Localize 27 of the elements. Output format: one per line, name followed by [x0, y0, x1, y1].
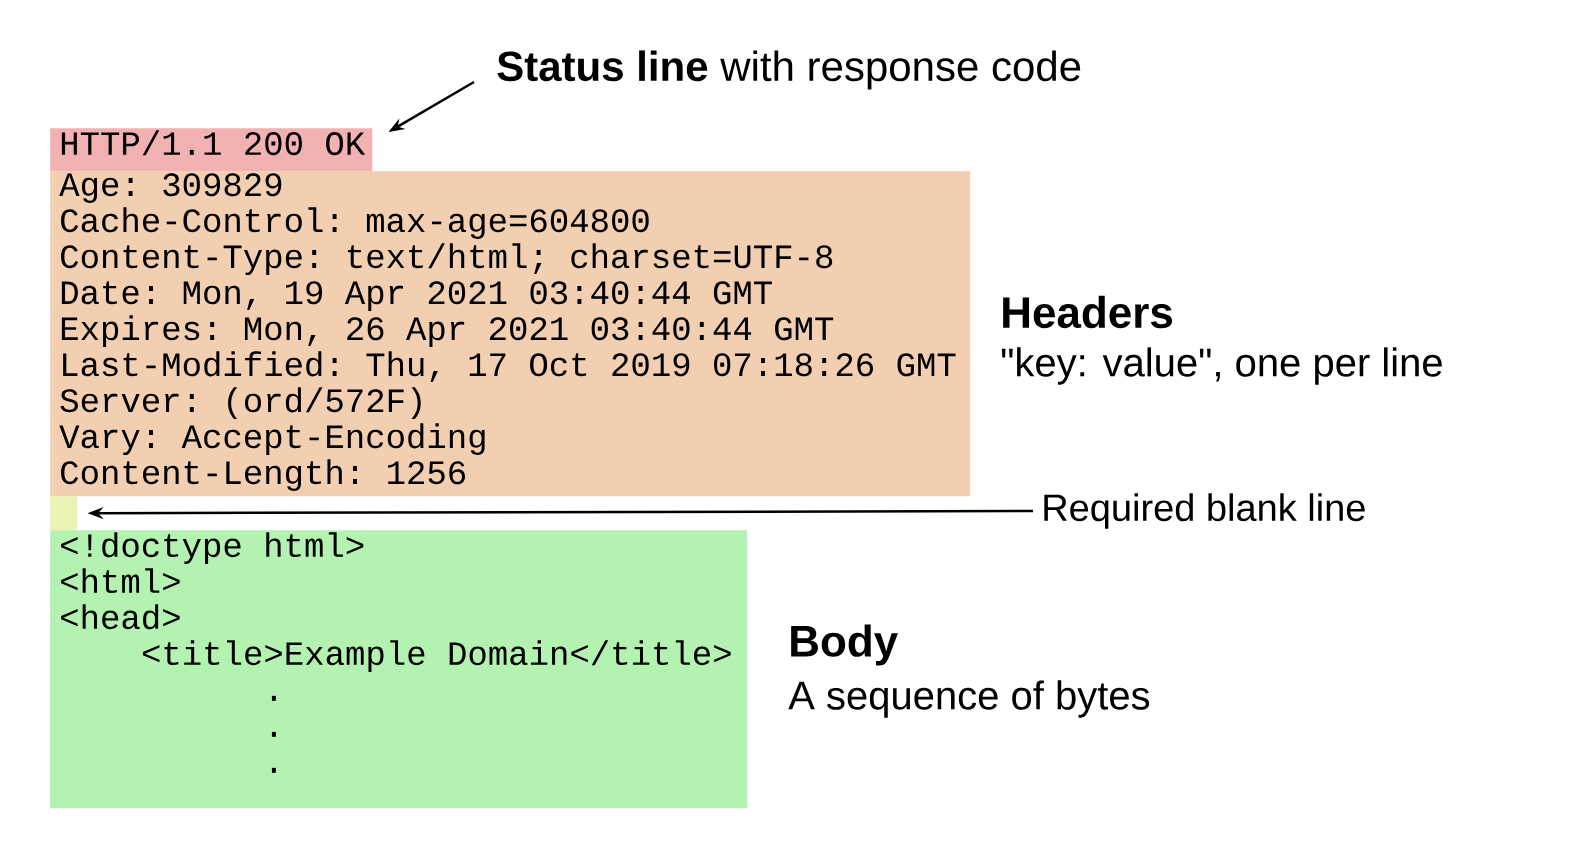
- code-line: Expires: Mon, 26 Apr 2021 03:40:44 GMT: [61, 315, 834, 347]
- code-line: <head>: [61, 604, 180, 630]
- code-line: <!doctype html>: [61, 532, 364, 564]
- status-line-block: [50, 128, 373, 172]
- code-line: Server: (ord/572F): [60, 387, 421, 419]
- code-line: <title>Example Domain</title>: [142, 640, 731, 672]
- code-line: HTTP/1.1 200 OK: [61, 130, 366, 156]
- section-description: "key: value", one per line: [1001, 347, 1442, 385]
- section-description: A sequence of bytes: [788, 680, 1150, 718]
- code-line: Age: 309829: [59, 173, 282, 203]
- body-block: [50, 530, 748, 809]
- code-line: Cache-Control: max-age=604800: [61, 207, 649, 239]
- code-line: .: [271, 731, 276, 737]
- callout-text: Required blank line: [1044, 493, 1365, 529]
- code-line: Last-Modified: Thu, 17 Oct 2019 07:18:26 GMT: [63, 351, 956, 382]
- callout-text: Status line with response code: [497, 50, 1081, 90]
- code-line: Date: Mon, 19 Apr 2021 03:40:44 GMT: [61, 281, 772, 311]
- code-line: Content-Length: 1256: [61, 459, 465, 491]
- code-line: Content-Type: text/html; charset=UTF-8: [61, 243, 833, 275]
- code-line: <html>: [61, 568, 180, 594]
- code-line: .: [271, 695, 276, 701]
- headers-block: [50, 171, 971, 497]
- code-line: .: [271, 767, 276, 773]
- blank-line-block: [50, 496, 78, 531]
- code-line: Vary: Accept-Encoding: [59, 423, 485, 455]
- section-heading: Body: [791, 624, 898, 666]
- section-heading: Headers: [1003, 295, 1173, 329]
